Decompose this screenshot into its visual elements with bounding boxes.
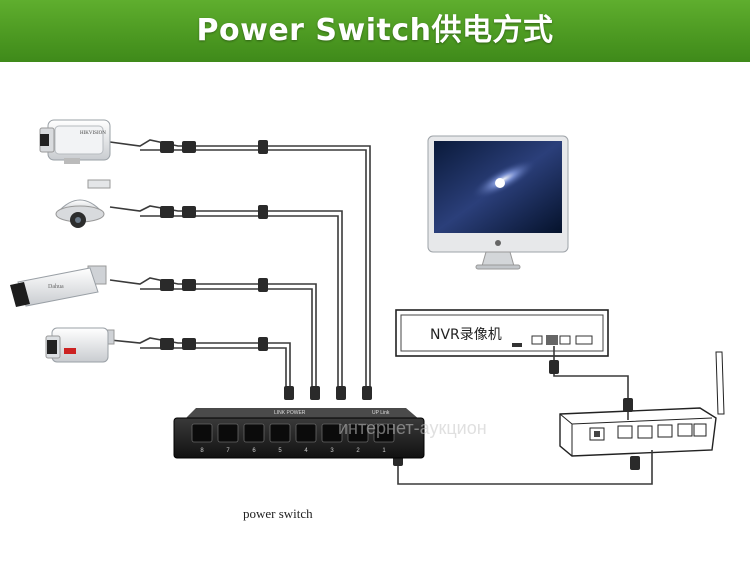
cable-cam4b xyxy=(140,347,287,395)
cable-cam3 xyxy=(109,277,317,395)
switch-up-label: UP Link xyxy=(372,410,390,416)
cable-cam2b xyxy=(140,215,339,395)
port-number: 6 xyxy=(252,448,256,454)
port-number: 1 xyxy=(382,448,386,454)
nvr-device: NVR录像机 xyxy=(395,309,609,357)
camera-brand-3: Dahua xyxy=(48,284,64,290)
camera-brand-1: HIKVISION xyxy=(80,131,106,136)
page-title: Power Switch供电方式 xyxy=(196,13,554,48)
watermark: интернет-аукцион xyxy=(338,418,487,438)
port-number: 4 xyxy=(304,448,308,454)
port-number: 5 xyxy=(278,448,282,454)
cable-cam4 xyxy=(109,337,291,395)
port-number-labels: 8 7 6 5 4 3 2 1 xyxy=(200,448,386,454)
camera-bullet-4 xyxy=(45,327,115,363)
camera-bullet-1: HIKVISION xyxy=(39,119,111,164)
camera-bullet-3: Dahua xyxy=(10,265,107,307)
cable-connectors xyxy=(160,140,372,400)
nvr-label: NVR录像机 xyxy=(430,327,502,343)
monitor xyxy=(427,135,569,270)
port-number: 3 xyxy=(330,448,334,454)
router-device xyxy=(559,351,725,457)
title-banner xyxy=(0,0,750,62)
port-number: 2 xyxy=(356,448,360,454)
cable-cam2 xyxy=(109,205,343,395)
router-antenna xyxy=(715,351,725,415)
switch-caption: power switch xyxy=(243,506,313,521)
switch-top-label: LINK POWER xyxy=(274,410,306,416)
switch-ports xyxy=(191,423,395,443)
port-number: 8 xyxy=(200,448,204,454)
camera-cables xyxy=(109,139,371,395)
cable-cam1 xyxy=(109,139,371,395)
port-number: 7 xyxy=(226,448,230,454)
cable-cam1b xyxy=(140,149,367,395)
poe-switch: LINK POWER UP Link 8 7 6 5 4 3 2 1 xyxy=(173,408,425,459)
camera-dome-2 xyxy=(55,179,111,228)
